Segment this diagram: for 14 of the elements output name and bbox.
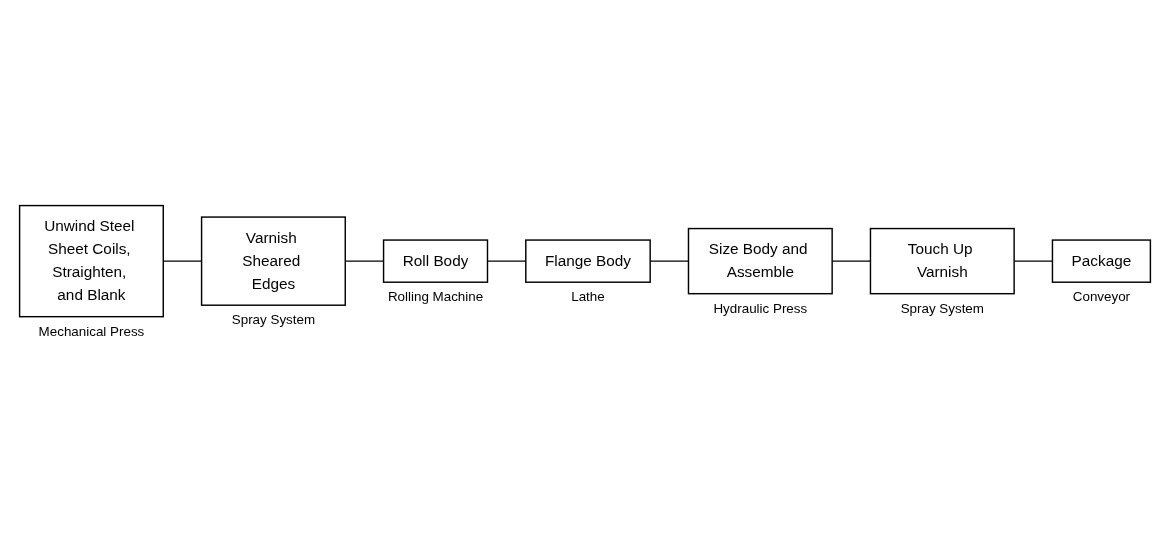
step-label: Size Body and Assemble [708, 240, 808, 281]
equipment-caption: Lathe [571, 289, 605, 305]
step-label: Touch Up Varnish [907, 240, 973, 281]
step-label: Package [1071, 252, 1132, 269]
equipment-caption: Spray System [900, 300, 984, 316]
equipment-caption: Hydraulic Press [713, 300, 808, 316]
step-label: Roll Body [402, 252, 469, 269]
step-label: Unwind Steel Sheet Coils, Straighten, and Blank [44, 217, 135, 304]
equipment-caption: Spray System [231, 312, 316, 328]
equipment-caption: Rolling Machine [387, 289, 484, 305]
step-label: Varnish Sheared Edges [242, 229, 301, 292]
equipment-caption: Conveyor [1072, 289, 1131, 305]
step-label: Flange Body [544, 252, 631, 269]
equipment-caption: Mechanical Press [38, 323, 145, 339]
